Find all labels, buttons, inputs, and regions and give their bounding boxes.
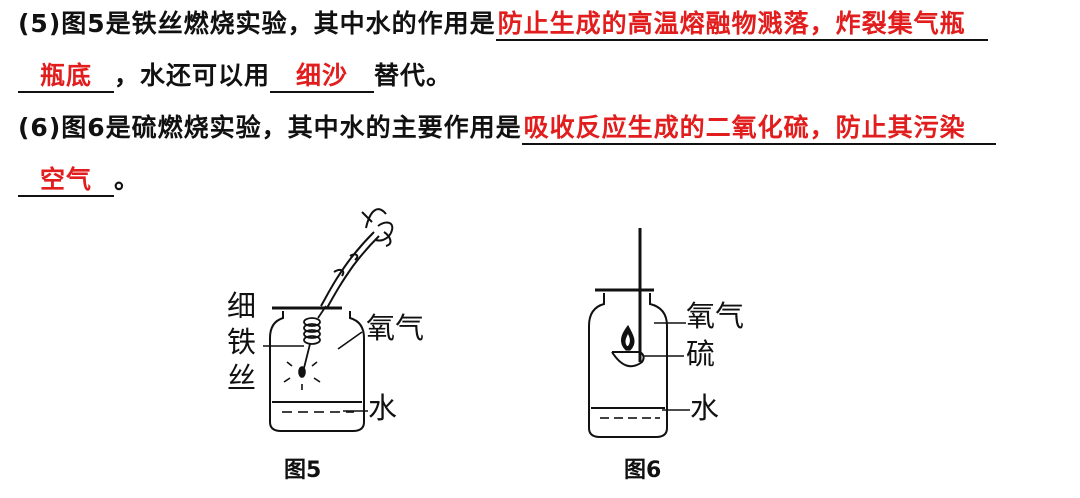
q6-line-1: (6)图6是硫燃烧实验，其中水的主要作用是吸收反应生成的二氧化硫，防止其污染 — [18, 110, 996, 146]
q5-question-text: (5)图5是铁丝燃烧实验，其中水的作用是 — [18, 9, 496, 38]
figure5-label-si: 丝 — [227, 361, 257, 395]
q6-answer-1: 吸收反应生成的二氧化硫，防止其污染 — [523, 113, 966, 142]
figure6-label-sulfur: 硫 — [686, 337, 716, 371]
q5-answer-blank-2[interactable]: 细沙 — [270, 61, 375, 93]
figure5-leaders — [263, 331, 368, 412]
figure6-leaders — [644, 322, 690, 411]
figure5-label-tie: 铁 — [227, 325, 257, 359]
q5-line-1: (5)图5是铁丝燃烧实验，其中水的作用是防止生成的高温熔融物溅落，炸裂集气瓶 — [18, 6, 988, 42]
figure5-jar — [269, 306, 365, 432]
q5-line-2-mid: ，水还可以用 — [114, 61, 271, 90]
q5-answer-blank-1-cont[interactable]: 瓶底 — [18, 61, 114, 93]
figure5-wire-coil — [303, 305, 327, 369]
q5-answer-2: 细沙 — [296, 61, 349, 90]
figure6-jar — [588, 288, 668, 438]
q5-answer-1-cont: 瓶底 — [39, 61, 92, 90]
figure5-spark — [283, 361, 321, 390]
q6-answer-blank-1-cont[interactable]: 空气 — [18, 165, 114, 197]
figure6-label-oxygen: 氧气 — [686, 299, 745, 333]
figure6-caption: 图6 — [624, 458, 662, 483]
figure5-caption: 图5 — [284, 458, 322, 483]
figure6-label-water: 水 — [690, 391, 720, 425]
figure5-label-water: 水 — [368, 391, 398, 425]
q5-line-2: 瓶底 ，水还可以用细沙替代。 — [18, 58, 452, 94]
q6-question-text: (6)图6是硫燃烧实验，其中水的主要作用是 — [18, 113, 522, 142]
figure5-label-oxygen: 氧气 — [366, 311, 425, 345]
q5-line-2-end: 替代。 — [374, 61, 453, 90]
q6-answer-blank-1[interactable]: 吸收反应生成的二氧化硫，防止其污染 — [521, 113, 996, 145]
q5-answer-blank-1[interactable]: 防止生成的高温熔融物溅落，炸裂集气瓶 — [495, 9, 988, 41]
q6-line-2: 空气。 — [18, 162, 140, 198]
q5-answer-1: 防止生成的高温熔融物溅落，炸裂集气瓶 — [497, 9, 966, 38]
q6-line-2-end: 。 — [114, 165, 141, 194]
q6-answer-1-cont: 空气 — [39, 165, 92, 194]
figure6-spoon-bowl — [611, 351, 645, 368]
figure5-tongs — [320, 208, 394, 309]
figure5-label-xi: 细 — [227, 289, 257, 323]
